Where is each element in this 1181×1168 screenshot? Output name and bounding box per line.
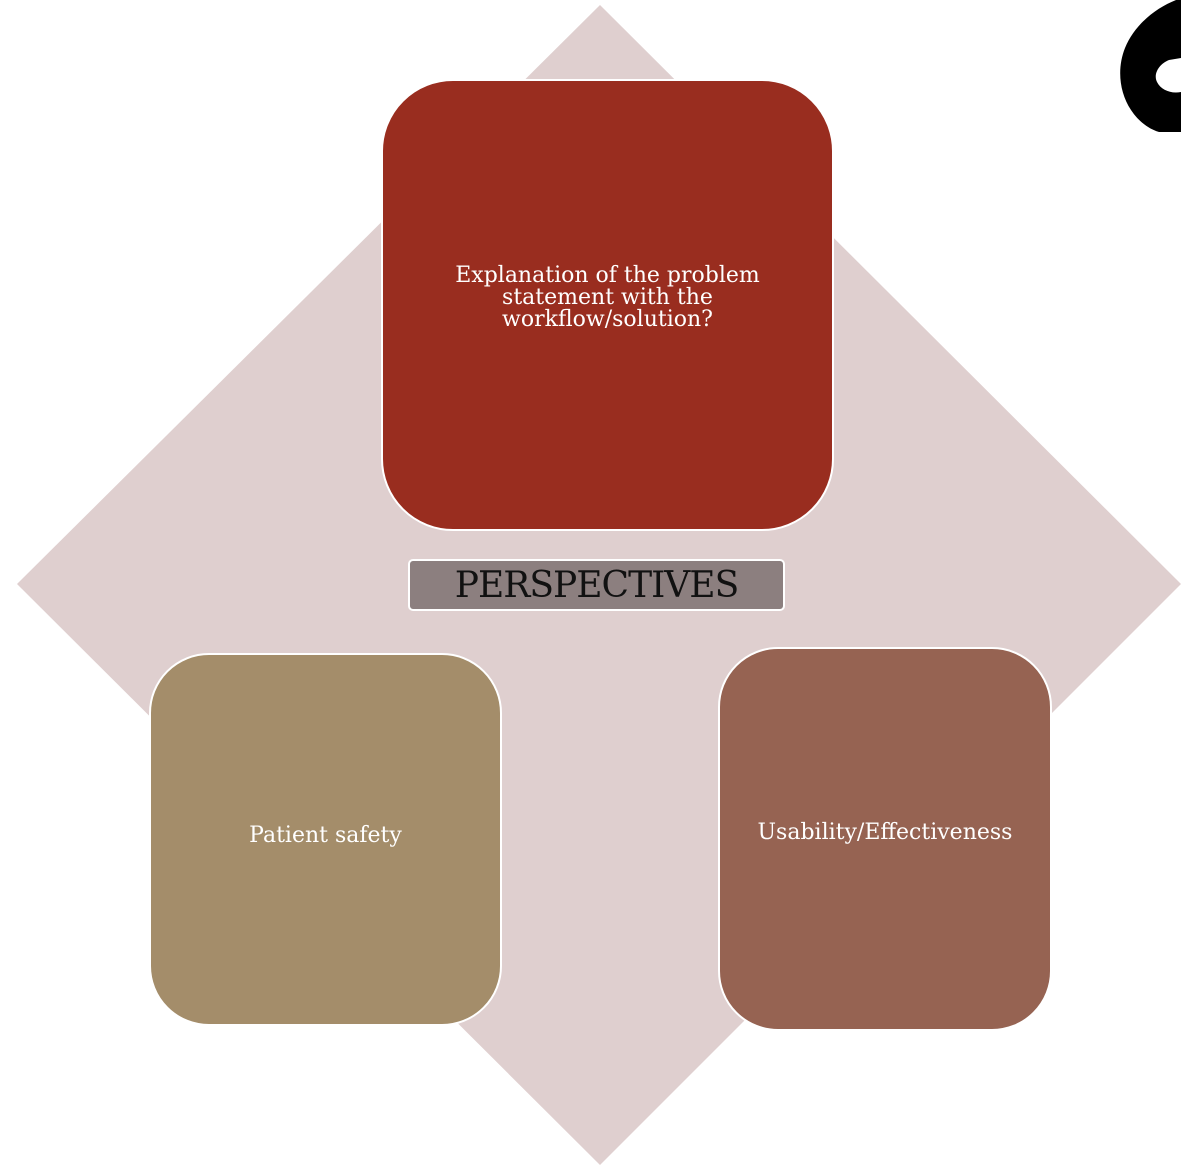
left-perspective-box: Patient safety — [149, 653, 502, 1026]
left-perspective-text: Patient safety — [249, 822, 402, 848]
top-perspective-box: Explanation of the problem statement wit… — [381, 79, 834, 531]
right-perspective-text: Usability/Effectiveness — [757, 820, 1013, 845]
right-perspective-box: Usability/Effectiveness — [718, 647, 1052, 1031]
partial-black-logo-icon — [1120, 0, 1181, 132]
perspectives-label-text: PERSPECTIVES — [454, 564, 739, 606]
perspectives-label: PERSPECTIVES — [408, 559, 785, 611]
top-perspective-text: Explanation of the problem statement wit… — [455, 263, 760, 332]
corner-logo-icon — [1101, 0, 1181, 132]
